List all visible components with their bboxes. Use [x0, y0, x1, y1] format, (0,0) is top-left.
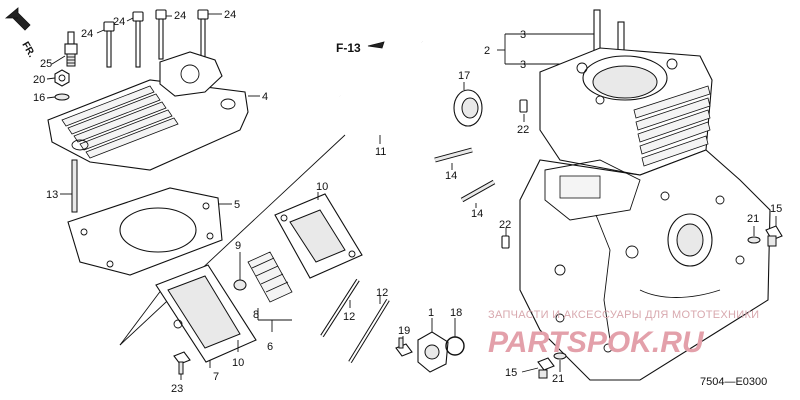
push-rod-12-a: 12 — [320, 278, 360, 338]
callout-10-b: 10 — [232, 357, 244, 369]
washer-16: 16 — [33, 92, 70, 104]
callout-21-b: 21 — [552, 373, 564, 385]
callout-5: 5 — [234, 199, 240, 211]
callout-14-a: 14 — [445, 170, 457, 182]
bolt-24-c — [155, 9, 167, 60]
washer-21-a: 21 — [747, 213, 761, 244]
callout-20: 20 — [33, 74, 45, 86]
stud-14-a: 14 — [434, 147, 473, 182]
nut-20: 20 — [33, 69, 70, 87]
front-direction-indicator: FR. — [4, 7, 37, 60]
callout-1: 1 — [428, 307, 434, 319]
callout-12-a: 12 — [343, 311, 355, 323]
bolt-19: 19 — [395, 325, 413, 357]
callout-7: 7 — [213, 371, 219, 383]
bolt-24-a — [103, 21, 115, 68]
callout-24-a: 24 — [81, 28, 93, 40]
cylinder-block: 2 3 3 — [484, 9, 771, 381]
callout-15-b: 15 — [505, 367, 517, 379]
dowel-pin-b: 22 — [499, 219, 511, 249]
callout-19: 19 — [398, 325, 410, 337]
drain-plug-15-b: 15 — [505, 357, 555, 379]
valve-cover-7: 7 — [155, 264, 257, 383]
stud-14-b: 14 — [460, 179, 496, 220]
bolt-23: 23 — [171, 351, 191, 395]
breather-tube: 11 F-13 — [336, 40, 432, 158]
bolt-24-b — [132, 11, 144, 68]
governor-holder-1: 1 — [417, 307, 449, 373]
callout-12-b: 12 — [376, 287, 388, 299]
callout-16: 16 — [33, 92, 45, 104]
breather-cover-10-a: 10 — [274, 181, 363, 279]
callout-3-b: 3 — [520, 59, 526, 71]
callout-6: 6 — [267, 341, 273, 353]
cylinder-head: 4 — [47, 51, 268, 171]
bolt-24-d — [197, 9, 209, 58]
o-ring-18: 18 — [445, 307, 465, 356]
callout-15-a: 15 — [770, 203, 782, 215]
reference-label: F-13 — [336, 41, 361, 55]
callout-21-a: 21 — [747, 213, 759, 225]
stud-13: 13 — [46, 159, 78, 213]
callout-22-a: 22 — [517, 124, 529, 136]
front-direction-label: FR. — [19, 40, 37, 60]
callout-24-b: 24 — [113, 16, 125, 28]
spark-plug: 25 — [40, 31, 78, 70]
callout-23: 23 — [171, 383, 183, 395]
callout-22-b: 22 — [499, 219, 511, 231]
dowel-pin-a: 22 — [517, 99, 529, 136]
breather-assembly-6: 6 — [267, 320, 273, 353]
watermark-text: ЗАПЧАСТИ И АКСЕССУАРЫ ДЛЯ МОТОТЕХНИКИ — [488, 309, 759, 321]
callout-4: 4 — [262, 91, 268, 103]
callout-24-d: 24 — [224, 9, 236, 21]
callout-3-a: 3 — [520, 29, 526, 41]
callout-18: 18 — [450, 307, 462, 319]
callout-11: 11 — [375, 146, 386, 158]
callout-24-c: 24 — [174, 10, 186, 22]
callout-13: 13 — [46, 189, 58, 201]
watermark-brand: PARTSPOK.RU — [488, 326, 705, 359]
callout-10-a: 10 — [316, 181, 328, 193]
callout-9: 9 — [235, 240, 241, 252]
callout-25: 25 — [40, 58, 52, 70]
callout-17: 17 — [458, 70, 470, 82]
callout-2: 2 — [484, 45, 490, 57]
breather-cover-10-b: 10 — [232, 340, 244, 369]
callout-8: 8 — [253, 309, 259, 321]
diagram-code: 7504—E0300 — [700, 376, 767, 388]
head-gasket: 5 — [67, 187, 240, 276]
oil-seal: 17 — [453, 70, 483, 127]
filter-element-8: 8 — [247, 251, 293, 321]
push-rod-12-b: 12 — [348, 287, 390, 364]
callout-14-b: 14 — [471, 208, 483, 220]
bolt-24-group: 24 24 24 24 — [81, 9, 236, 68]
washer-21-b: 21 — [552, 352, 567, 385]
drain-plug-15-a: 15 — [765, 203, 783, 247]
breather-plate-9: 9 — [233, 240, 247, 291]
